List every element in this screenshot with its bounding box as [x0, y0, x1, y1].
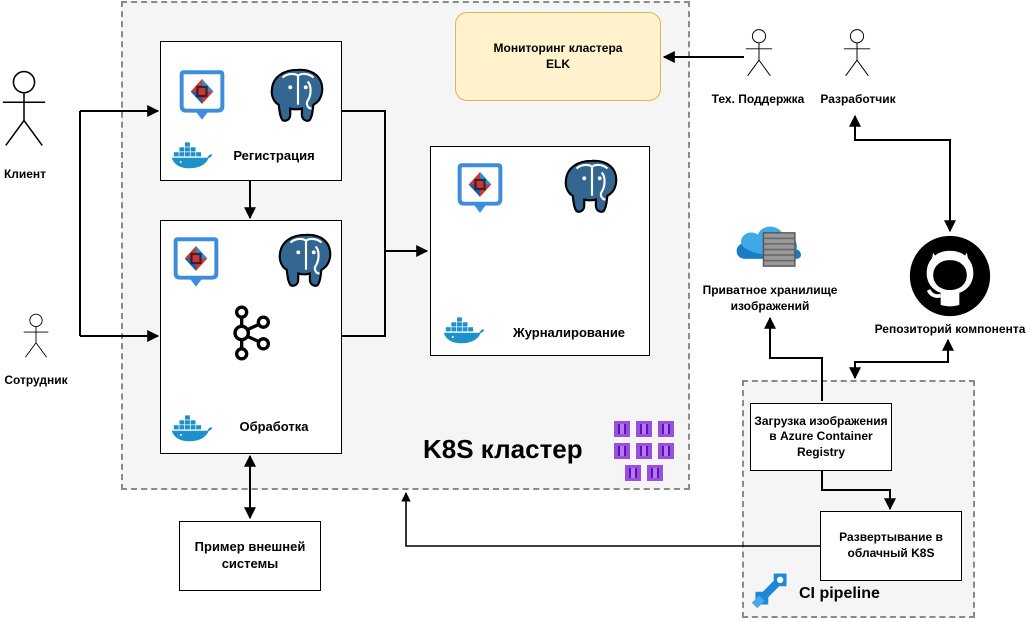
- azure-pipelines-icon: [750, 568, 792, 610]
- logging-service-box[interactable]: Журналирование: [430, 146, 650, 356]
- postgres-icon: [563, 157, 621, 215]
- upload-image-box[interactable]: Загрузка изображения в Azure Container R…: [750, 403, 892, 471]
- keycloak-icon: [457, 163, 503, 215]
- monitoring-subtitle: ELK: [546, 56, 570, 71]
- deploy-line1: Развертывание в: [839, 530, 943, 545]
- keycloak-icon: [179, 70, 225, 122]
- deploy-line2: облачный K8S: [847, 546, 935, 560]
- keycloak-icon: [173, 237, 219, 289]
- aks-icon: [612, 418, 680, 484]
- kafka-icon: [225, 299, 275, 367]
- external-system-line2: системы: [221, 556, 279, 571]
- actor-icon: [842, 22, 872, 84]
- upload-line3: Registry: [796, 444, 845, 459]
- actor-icon: [22, 304, 50, 368]
- registration-service-box[interactable]: Регистрация: [160, 41, 342, 181]
- cloud-registry-icon: [732, 212, 806, 274]
- upload-line2: в Azure Container: [769, 429, 873, 444]
- logging-label: Журналирование: [512, 325, 626, 340]
- monitoring-box[interactable]: Мониторинг кластера ELK: [455, 12, 661, 101]
- external-system-line1: Пример внешней: [194, 539, 306, 555]
- deploy-box[interactable]: Развертывание в облачный K8S: [820, 511, 962, 581]
- developer-label: Разработчик: [820, 92, 896, 106]
- monitoring-title: Мониторинг кластера: [493, 40, 623, 55]
- registry-line2: изображений: [730, 298, 810, 313]
- employee-label: Сотрудник: [4, 373, 68, 387]
- actor-icon: [0, 60, 48, 158]
- docker-icon: [443, 315, 485, 345]
- docker-icon: [171, 413, 213, 443]
- docker-icon: [171, 140, 213, 170]
- github-icon: [908, 234, 992, 318]
- processing-label: Обработка: [239, 419, 309, 434]
- repo-label: Репозиторий компонента: [874, 322, 1026, 336]
- registry-line1: Приватное хранилище: [702, 283, 838, 297]
- postgres-icon: [269, 66, 327, 124]
- actor-icon: [744, 22, 774, 84]
- registration-label: Регистрация: [233, 148, 315, 163]
- external-system-box[interactable]: Пример внешней системы: [179, 521, 321, 591]
- pipeline-title: CI pipeline: [799, 585, 880, 602]
- client-label: Клиент: [3, 167, 47, 181]
- cluster-title: K8S кластер: [423, 434, 583, 464]
- support-label: Тех. Поддержка: [711, 92, 805, 106]
- upload-line1: Загрузка изображения: [754, 413, 888, 428]
- registry-label: Приватное хранилище изображений: [690, 283, 850, 314]
- processing-service-box[interactable]: Обработка: [160, 220, 342, 454]
- postgres-icon: [277, 231, 335, 289]
